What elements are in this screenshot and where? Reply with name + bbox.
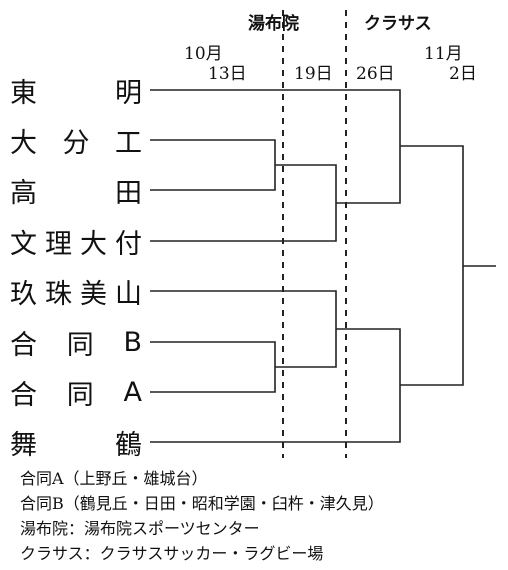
match-r2-bunri bbox=[150, 164, 337, 242]
team-char: 分 bbox=[62, 127, 90, 159]
team-char: 高 bbox=[10, 177, 37, 209]
team-char: 工 bbox=[115, 127, 142, 159]
team-char: 東 bbox=[10, 77, 37, 109]
final-date-day: 2日 bbox=[449, 64, 477, 84]
team-kusu-biyama: 玖 珠 美 山 bbox=[10, 271, 142, 311]
team-char: 大 bbox=[80, 228, 107, 260]
team-char: 舞 bbox=[10, 429, 37, 461]
semifinal-date: 26日 bbox=[356, 64, 395, 84]
team-maizuru: 舞 鶴 bbox=[10, 422, 142, 462]
team-bunri-daifu: 文 理 大 付 bbox=[10, 221, 142, 261]
venue-dividers bbox=[282, 10, 347, 458]
team-char: 同 bbox=[66, 329, 94, 361]
team-char: 明 bbox=[115, 77, 142, 109]
team-godo-b: 合 同 B bbox=[10, 322, 142, 362]
note-godo-a: 合同A（上野丘・雄城台） bbox=[20, 469, 208, 488]
round2-date: 19日 bbox=[294, 64, 333, 84]
note-godo-b: 合同B（鶴見丘・日田・昭和学園・臼杵・津久見） bbox=[20, 494, 384, 513]
final-date-month: 11月 bbox=[424, 44, 463, 64]
team-char: 大 bbox=[10, 127, 37, 159]
team-char: 合 bbox=[10, 329, 37, 361]
team-char: 鶴 bbox=[115, 429, 142, 461]
team-char: 文 bbox=[10, 228, 37, 260]
bracket-lines bbox=[150, 89, 496, 443]
team-char: 美 bbox=[80, 278, 107, 310]
team-char: 山 bbox=[115, 278, 142, 310]
team-char: 田 bbox=[115, 177, 142, 209]
team-oitako: 大 分 工 bbox=[10, 120, 142, 160]
note-yufuin: 湯布院：湯布院スポーツセンター bbox=[20, 519, 260, 538]
team-char: 玖 bbox=[10, 278, 37, 310]
venue-label-yufuin: 湯布院 bbox=[248, 14, 299, 34]
team-char: 同 bbox=[66, 379, 94, 411]
round1-date-month: 10月 bbox=[184, 44, 223, 64]
match-oitako-takata bbox=[150, 139, 276, 191]
team-char: 合 bbox=[10, 379, 37, 411]
team-char: 理 bbox=[45, 228, 72, 260]
team-char: 珠 bbox=[45, 278, 72, 310]
team-char: 付 bbox=[115, 228, 142, 260]
round1-date-day: 13日 bbox=[208, 64, 247, 84]
match-r2-kusu bbox=[150, 290, 337, 368]
team-godo-a: 合 同 A bbox=[10, 372, 142, 412]
final-match bbox=[400, 145, 464, 386]
team-tomei: 東 明 bbox=[10, 70, 142, 110]
match-godob-godoa bbox=[150, 341, 276, 393]
note-clasus: クラサス：クラサスサッカー・ラグビー場 bbox=[20, 544, 324, 563]
team-char: B bbox=[123, 326, 142, 358]
team-takata: 高 田 bbox=[10, 170, 142, 210]
team-char: A bbox=[123, 376, 142, 408]
venue-label-clasus: クラサス bbox=[364, 14, 432, 34]
